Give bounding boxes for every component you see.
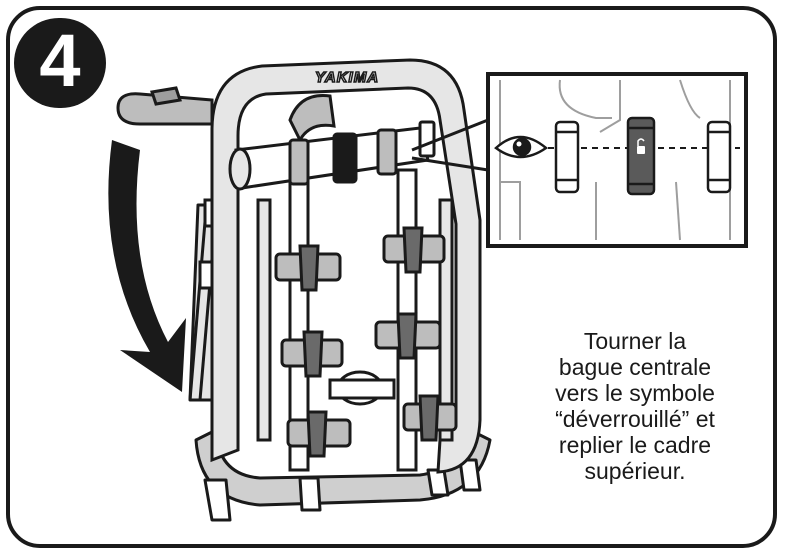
step-badge: 4 xyxy=(14,18,106,108)
cradle-lower-left xyxy=(286,410,352,458)
cradle-upper-right xyxy=(382,226,446,274)
instruction-line: bague centrale xyxy=(558,354,712,380)
zoom-inset xyxy=(486,72,748,248)
fold-arrow-icon xyxy=(108,140,186,392)
instruction-line: supérieur. xyxy=(584,458,686,484)
instruction-line: replier le cadre xyxy=(558,432,712,458)
hub-ring-left xyxy=(288,138,310,186)
instruction-text: Tourner la bague centrale vers le symbol… xyxy=(530,328,740,484)
cradle-middle-left xyxy=(280,330,344,378)
inset-ring-left xyxy=(554,120,580,194)
eye-icon xyxy=(494,135,549,159)
bike-cradles xyxy=(274,226,458,458)
inset-ring-right xyxy=(706,120,732,194)
inset-ring-center xyxy=(626,116,656,196)
cradle-middle-right xyxy=(374,312,442,360)
cradle-upper-left xyxy=(274,244,342,292)
instruction-line: “déverrouillé” et xyxy=(555,406,715,432)
hub-ring-center xyxy=(332,132,358,184)
zoom-leader xyxy=(411,118,489,172)
cradle-lower-right xyxy=(402,394,458,442)
instruction-line: vers le symbole xyxy=(555,380,715,406)
instruction-line: Tourner la xyxy=(583,328,687,354)
step-number: 4 xyxy=(39,19,81,102)
folded-arm xyxy=(116,86,336,144)
hub-ring-right xyxy=(376,128,398,176)
yakima-logo: YAKIMA xyxy=(315,69,379,86)
unlock-symbol-icon xyxy=(637,138,645,154)
